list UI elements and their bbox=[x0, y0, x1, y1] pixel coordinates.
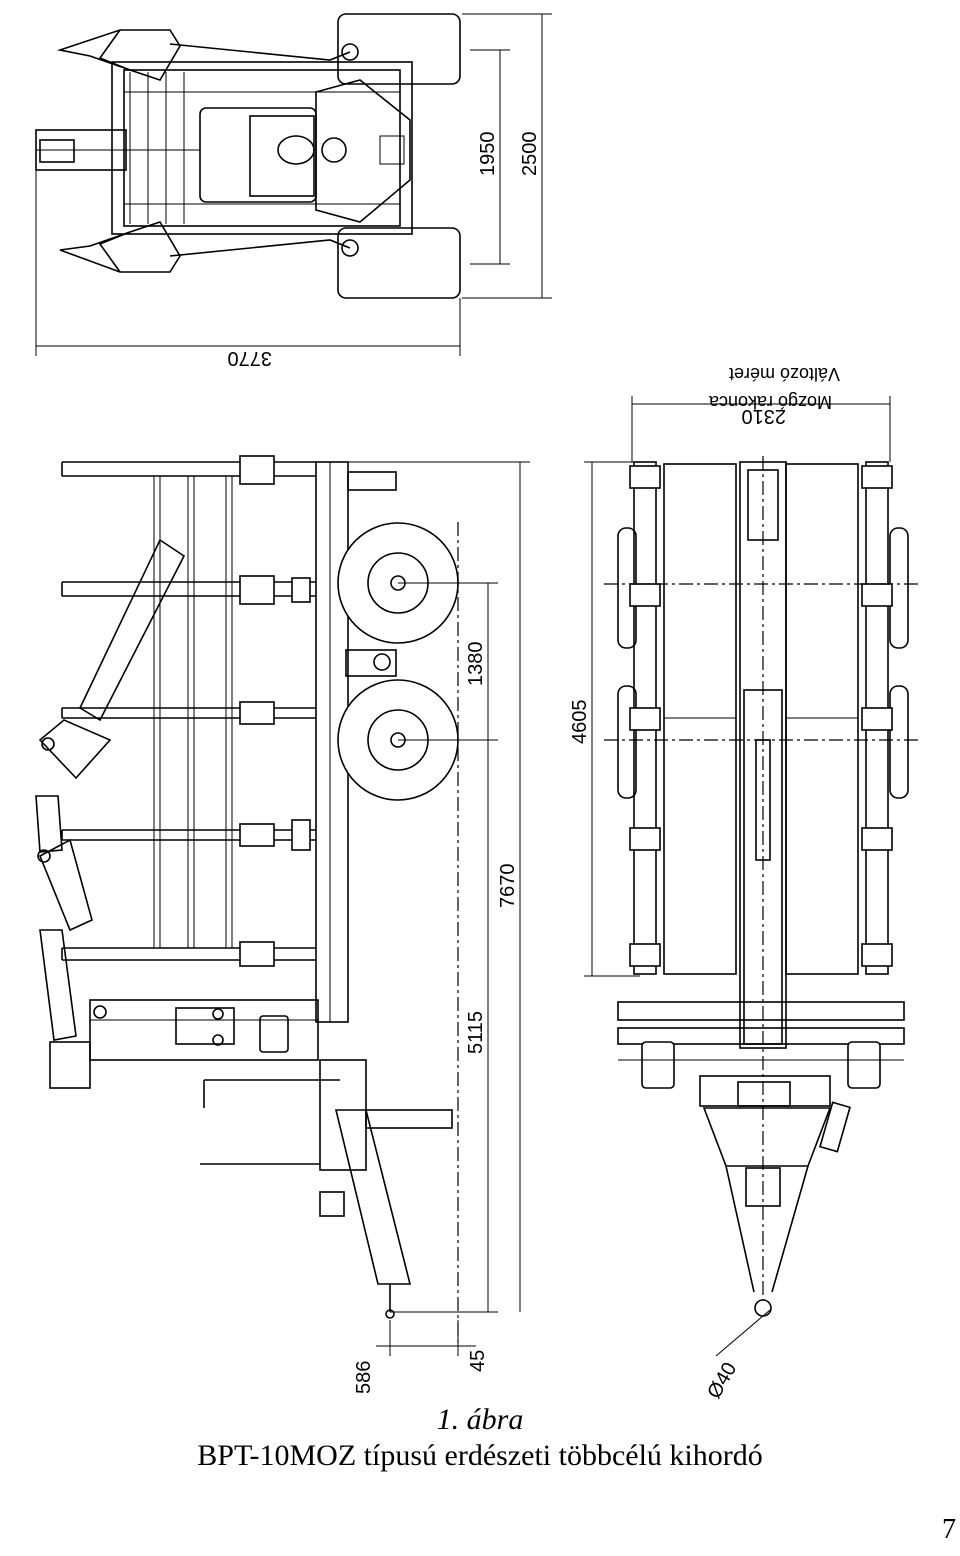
dimension-4605: 4605 bbox=[569, 700, 591, 745]
dimension-2310: 2310 bbox=[742, 405, 787, 427]
dimension-5115: 5115 bbox=[465, 1011, 487, 1054]
dimension-1950: 1950 bbox=[477, 132, 499, 177]
side-view: 1380 7670 5115 586 45 bbox=[35, 455, 530, 1394]
dimension-7670: 7670 bbox=[497, 864, 519, 909]
technical-drawing: 1950 2500 3770 bbox=[35, 13, 918, 1400]
figure-caption: 1. ábra BPT-10MOZ típusú erdészeti többc… bbox=[0, 1402, 960, 1474]
dimension-1380: 1380 bbox=[465, 642, 487, 687]
dimension-3770: 3770 bbox=[228, 347, 273, 369]
dimension-45: 45 bbox=[467, 1350, 489, 1372]
top-view: 1950 2500 3770 bbox=[35, 13, 552, 369]
label-moving-stake: Mozgó rakonca bbox=[708, 392, 832, 412]
dimension-2500: 2500 bbox=[519, 132, 541, 177]
label-variable-size: Változó méret bbox=[729, 364, 840, 384]
dimension-586: 586 bbox=[353, 1361, 375, 1394]
page-number: 7 bbox=[942, 1514, 956, 1545]
figure-title: BPT-10MOZ típusú erdészeti többcélú kiho… bbox=[197, 1439, 763, 1472]
figure-number: 1. ábra bbox=[436, 1403, 524, 1436]
rear-view: Változó méret Mozgó rakonca 2310 4605 bbox=[569, 364, 918, 1400]
dimension-d40: Ø40 bbox=[703, 1359, 741, 1400]
